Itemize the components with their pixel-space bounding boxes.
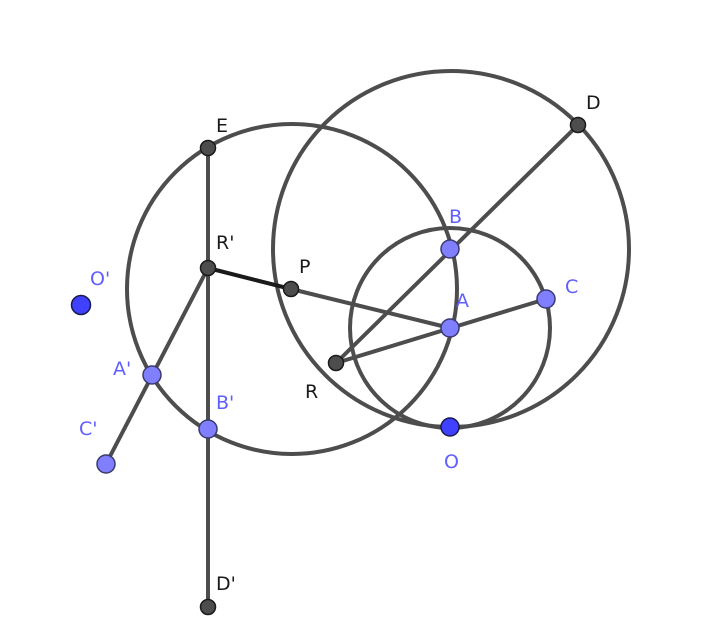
segment-p-a[interactable] bbox=[289, 287, 452, 330]
segment-r-prime-p[interactable] bbox=[206, 266, 293, 291]
point-e[interactable]: E bbox=[199, 115, 229, 157]
point-b[interactable]: B bbox=[440, 206, 462, 259]
label-d-prime: D' bbox=[216, 573, 236, 595]
label-a: A bbox=[456, 290, 469, 312]
label-c: C bbox=[565, 276, 578, 298]
label-o: O bbox=[444, 451, 459, 473]
point-d-prime[interactable]: D' bbox=[199, 573, 236, 616]
segment-r-prime-c-prime[interactable] bbox=[104, 266, 210, 466]
circle-centered-p[interactable] bbox=[125, 122, 459, 456]
label-b: B bbox=[449, 206, 462, 228]
point-o[interactable]: O bbox=[440, 417, 460, 473]
label-r-prime: R' bbox=[216, 232, 234, 254]
point-b-prime[interactable]: B' bbox=[198, 392, 234, 439]
label-b-prime: B' bbox=[216, 392, 234, 414]
label-p: P bbox=[299, 256, 310, 278]
point-r[interactable]: R bbox=[305, 354, 345, 404]
point-r-prime[interactable]: R' bbox=[199, 232, 235, 277]
point-a[interactable]: A bbox=[440, 290, 469, 338]
point-a-prime[interactable]: A' bbox=[113, 358, 162, 385]
label-d: D bbox=[586, 92, 601, 114]
point-p[interactable]: P bbox=[282, 256, 311, 298]
point-c-prime[interactable]: C' bbox=[79, 418, 116, 474]
point-c[interactable]: C bbox=[536, 276, 578, 309]
label-a-prime: A' bbox=[113, 358, 131, 380]
label-o-prime: O' bbox=[90, 268, 110, 290]
point-o-prime[interactable]: O' bbox=[70, 268, 111, 316]
label-r: R bbox=[305, 381, 318, 403]
label-e: E bbox=[216, 115, 228, 137]
label-c-prime: C' bbox=[79, 418, 98, 440]
point-d[interactable]: D bbox=[569, 92, 601, 134]
